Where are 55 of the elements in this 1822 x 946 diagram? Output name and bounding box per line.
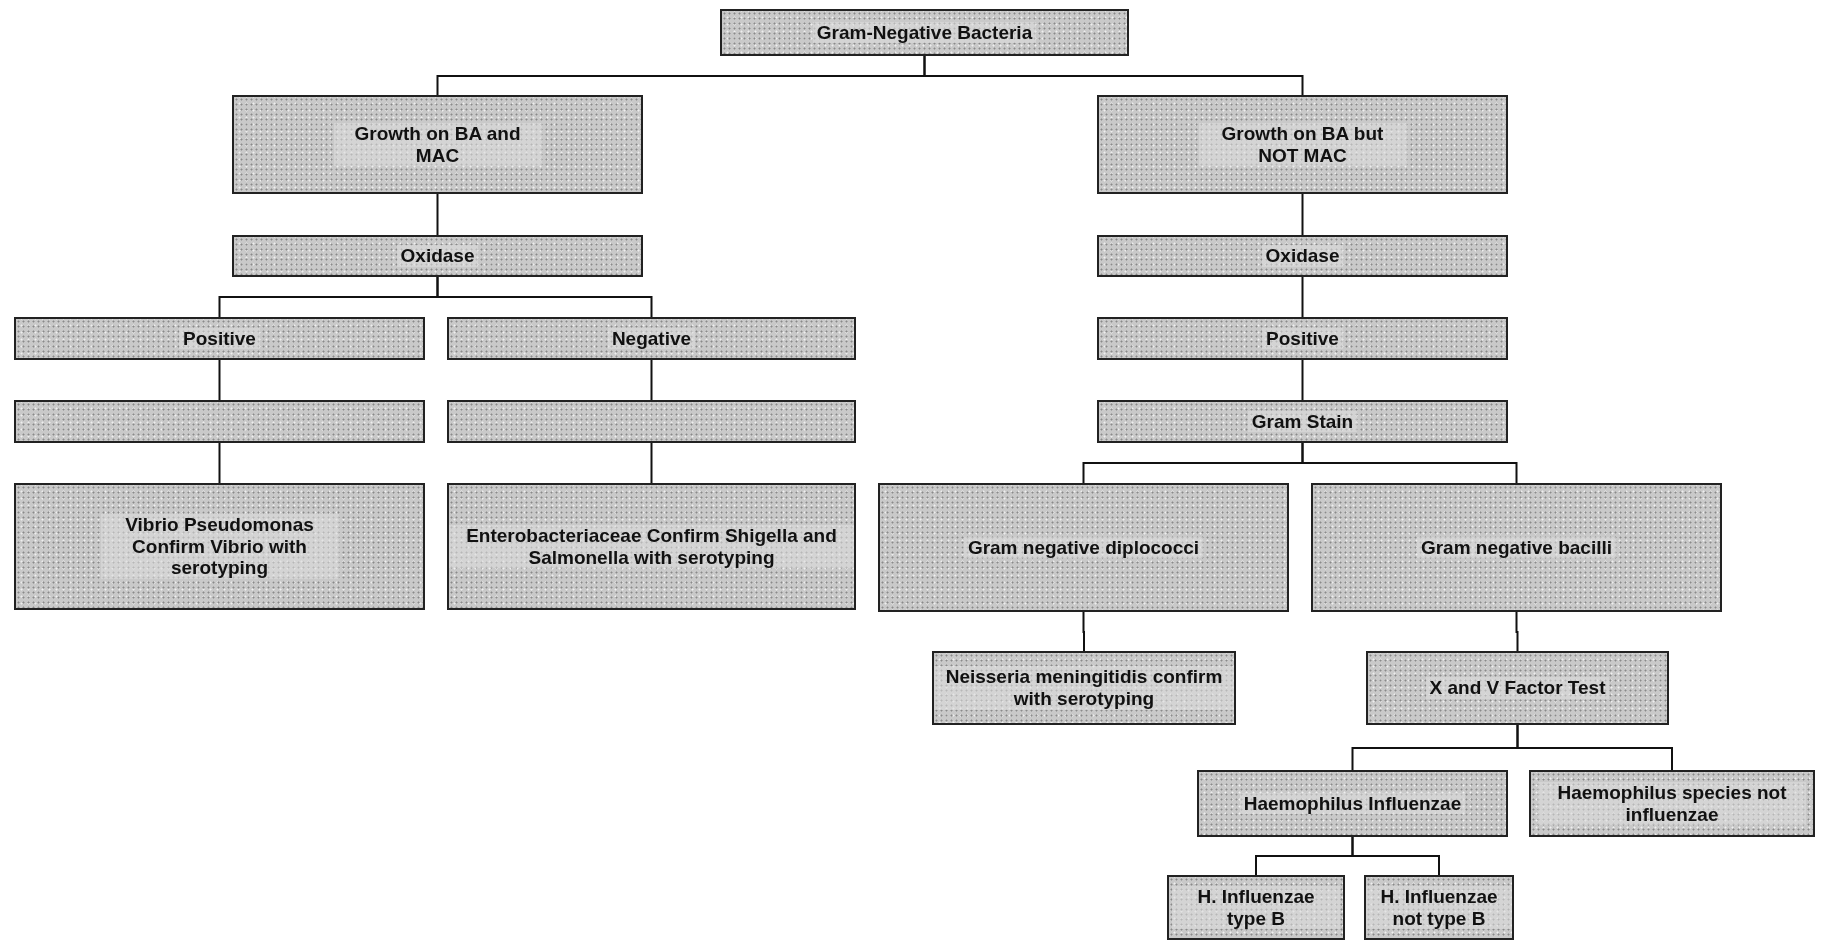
process-box <box>1364 875 1514 940</box>
process-box <box>932 651 1236 725</box>
box-label: Positive <box>1262 327 1343 350</box>
connector-line <box>1516 724 1673 771</box>
process-box <box>1197 770 1508 837</box>
process-box <box>447 483 856 610</box>
process-box <box>14 317 425 360</box>
process-box <box>1097 95 1508 194</box>
connector-line <box>650 442 653 484</box>
process-box <box>1167 875 1345 940</box>
box-label: Enterobacteriaceae Confirm Shigella and Salmonella with serotyping <box>449 524 854 569</box>
process-box <box>878 483 1289 612</box>
box-label: Vibrio Pseudomonas Confirm Vibrio with serotyping <box>100 513 339 580</box>
process-box <box>1097 317 1508 360</box>
process-box <box>1097 400 1508 443</box>
process-box <box>1366 651 1669 725</box>
empty-box <box>14 400 425 443</box>
box-label: Growth on BA and MAC <box>333 122 542 167</box>
connector-line <box>1351 836 1440 876</box>
connector-line <box>1515 611 1519 652</box>
connector-line <box>436 193 439 236</box>
box-label: Neisseria meningitidis confirm with serotyping <box>934 666 1234 710</box>
box-label: H. Influenzae not type B <box>1366 885 1512 930</box>
box-label: H. Influenzae type B <box>1172 885 1340 930</box>
box-label: Oxidase <box>1261 245 1344 267</box>
box-label: Negative <box>607 327 696 350</box>
connector-line <box>436 276 653 318</box>
box-label: Oxidase <box>396 245 479 267</box>
box-label: Positive <box>179 327 260 350</box>
connector-line <box>1301 276 1304 318</box>
box-label: Gram negative diplococci <box>963 536 1204 559</box>
box-label: X and V Factor Test <box>1425 677 1610 699</box>
box-label: Haemophilus species not influenzae <box>1538 781 1806 826</box>
connector-line <box>218 359 221 401</box>
process-box <box>1529 770 1815 837</box>
box-label: Gram-Negative Bacteria <box>812 21 1037 44</box>
process-box <box>1311 483 1722 612</box>
process-box <box>447 317 856 360</box>
process-box <box>232 235 643 277</box>
box-label: Gram Stain <box>1247 410 1358 433</box>
box-label: Haemophilus Influenzae <box>1239 792 1466 815</box>
connector-line <box>1301 193 1304 236</box>
process-box <box>232 95 643 194</box>
box-label: Gram negative bacilli <box>1416 536 1617 559</box>
connector-line <box>1301 359 1304 401</box>
connector-line <box>218 442 221 484</box>
connector-line <box>923 55 1304 96</box>
connector-line <box>1082 611 1085 652</box>
box-label: Growth on BA but NOT MAC <box>1198 122 1407 167</box>
empty-box <box>447 400 856 443</box>
process-box <box>1097 235 1508 277</box>
process-box <box>14 483 425 610</box>
process-box <box>720 9 1129 56</box>
connector-line <box>1301 442 1518 484</box>
connector-line <box>650 359 653 401</box>
